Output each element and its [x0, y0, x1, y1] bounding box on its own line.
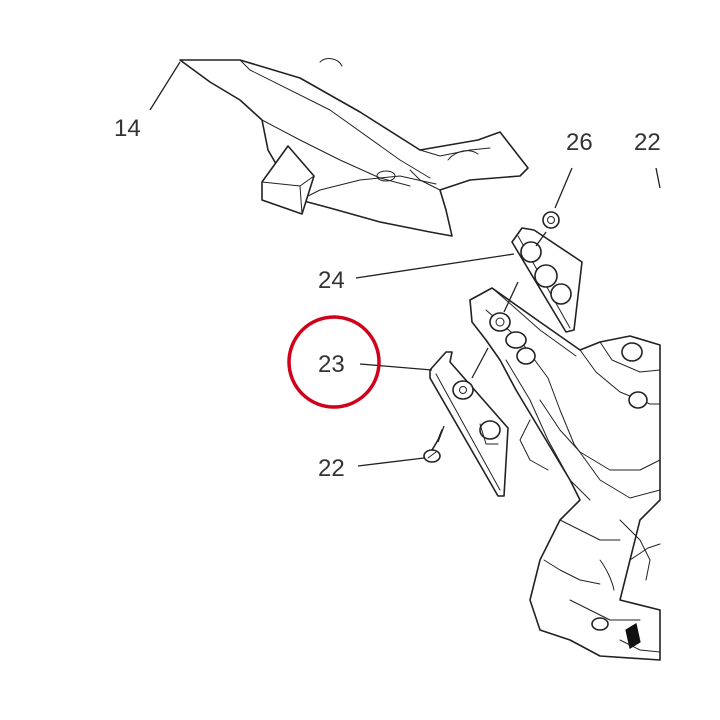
- part-26-washer: [542, 211, 560, 229]
- callout-label: 22: [634, 129, 661, 156]
- part-22-bolt: [423, 429, 443, 463]
- part-24-pad: [511, 227, 583, 333]
- callout-label: 24: [318, 267, 345, 294]
- callout-label: 23: [318, 351, 345, 378]
- callout-label: 22: [318, 455, 345, 482]
- main-frame: [469, 287, 661, 661]
- callout-24: 24: [318, 253, 515, 294]
- part-23-bracket: [429, 351, 509, 497]
- callout-label: 14: [114, 115, 141, 142]
- callout-14: 14: [114, 61, 181, 142]
- callout-22-top: 22: [634, 129, 661, 189]
- callout-22: 22: [318, 455, 425, 482]
- callout-label: 26: [566, 129, 593, 156]
- assembly-lines: [437, 231, 547, 443]
- callout-26: 26: [554, 129, 593, 209]
- part-14-bracket: [179, 58, 529, 237]
- highlight-ring: [287, 315, 381, 409]
- callout-23: 23: [287, 315, 433, 409]
